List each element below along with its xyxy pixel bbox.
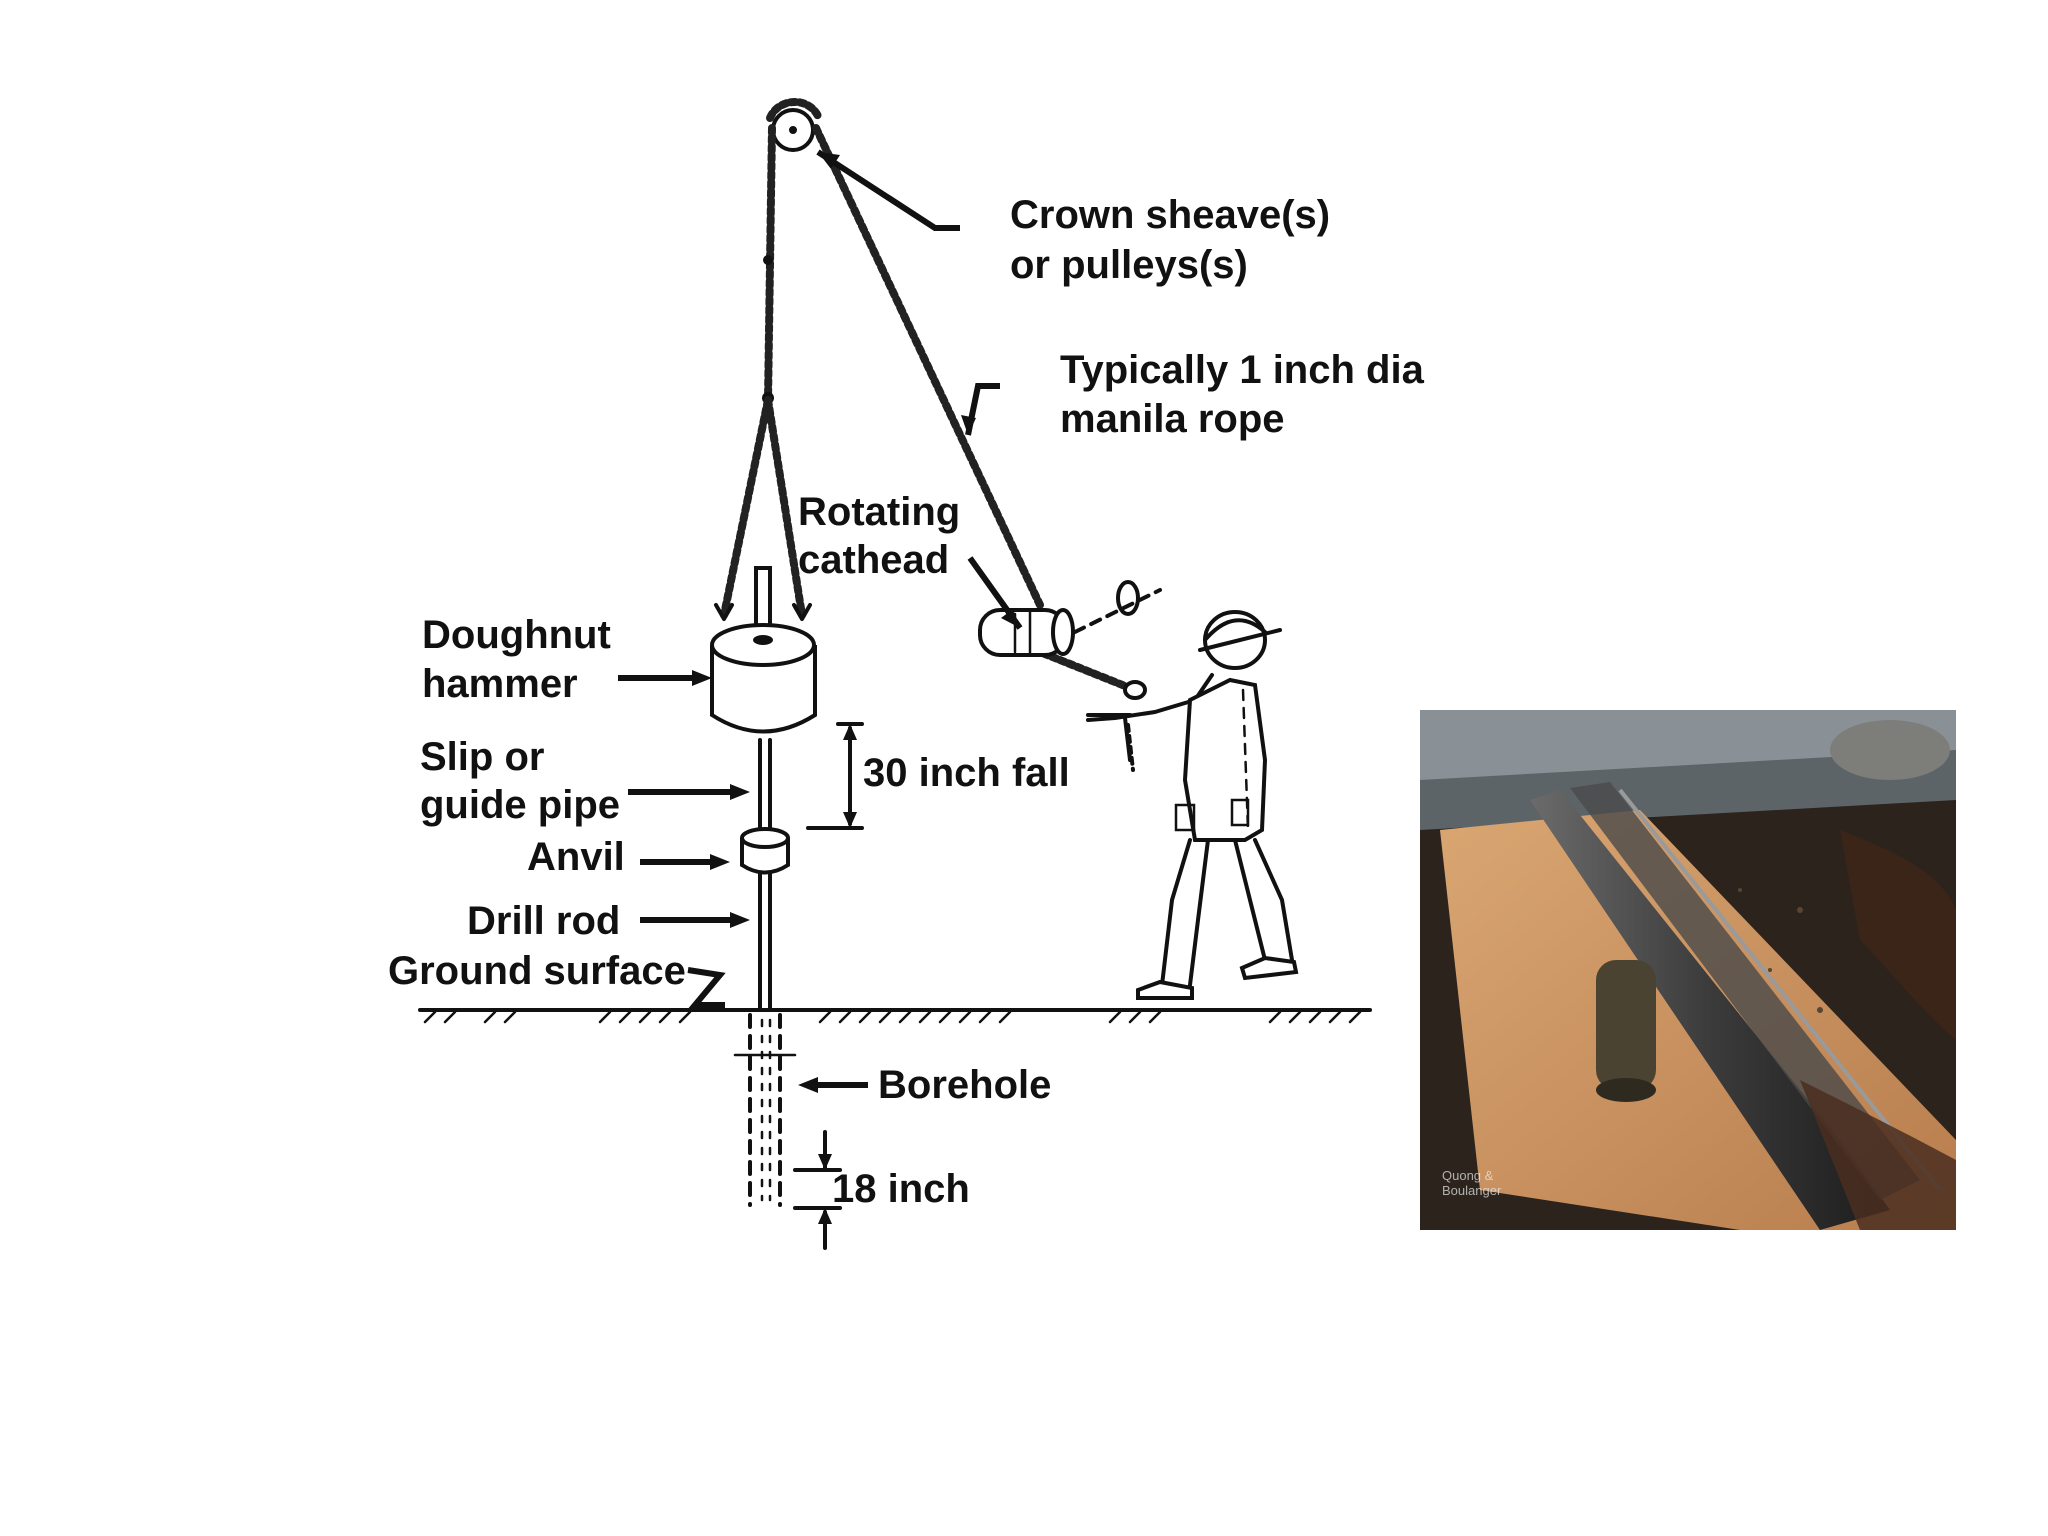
label-rope-1: Typically 1 inch dia [1060, 348, 1425, 392]
label-anvil: Anvil [527, 835, 625, 879]
split-spoon-sample-photo: Quong &Boulanger [1420, 710, 1956, 1230]
drill-rod [758, 738, 772, 1012]
watermark-line-1: Quong & [1442, 1168, 1494, 1183]
penetration-dimension [793, 1130, 842, 1250]
crown-sheave [766, 98, 822, 152]
label-penetration: 18 inch [832, 1167, 970, 1211]
photo-watermark: Quong &Boulanger [1442, 1168, 1501, 1198]
label-crown-sheave-1: Crown sheave(s) [1010, 193, 1330, 237]
doughnut-hammer [710, 566, 817, 734]
ground-surface [418, 1008, 1372, 1024]
label-hammer-2: hammer [422, 662, 578, 706]
rotating-cathead [978, 580, 1162, 657]
label-rope-2: manila rope [1060, 397, 1285, 441]
watermark-line-2: Boulanger [1442, 1183, 1502, 1198]
anvil [740, 827, 790, 875]
annotation-arrows [618, 149, 1023, 1093]
label-cathead-1: Rotating [798, 490, 960, 534]
label-cathead-2: cathead [798, 538, 949, 582]
label-hammer-1: Doughnut [422, 613, 611, 657]
label-guide-2: guide pipe [420, 783, 620, 827]
swivel-upper [763, 255, 773, 265]
label-crown-sheave-2: or pulleys(s) [1010, 243, 1248, 287]
label-ground-surface: Ground surface [388, 949, 686, 993]
label-guide-1: Slip or [420, 735, 544, 779]
label-fall: 30 inch fall [863, 751, 1070, 795]
fall-dimension [806, 722, 864, 830]
borehole [733, 1013, 797, 1207]
hammer-hanger [714, 396, 812, 621]
operator-figure [1086, 610, 1299, 1000]
label-borehole: Borehole [878, 1063, 1051, 1107]
label-drill-rod: Drill rod [467, 899, 620, 943]
